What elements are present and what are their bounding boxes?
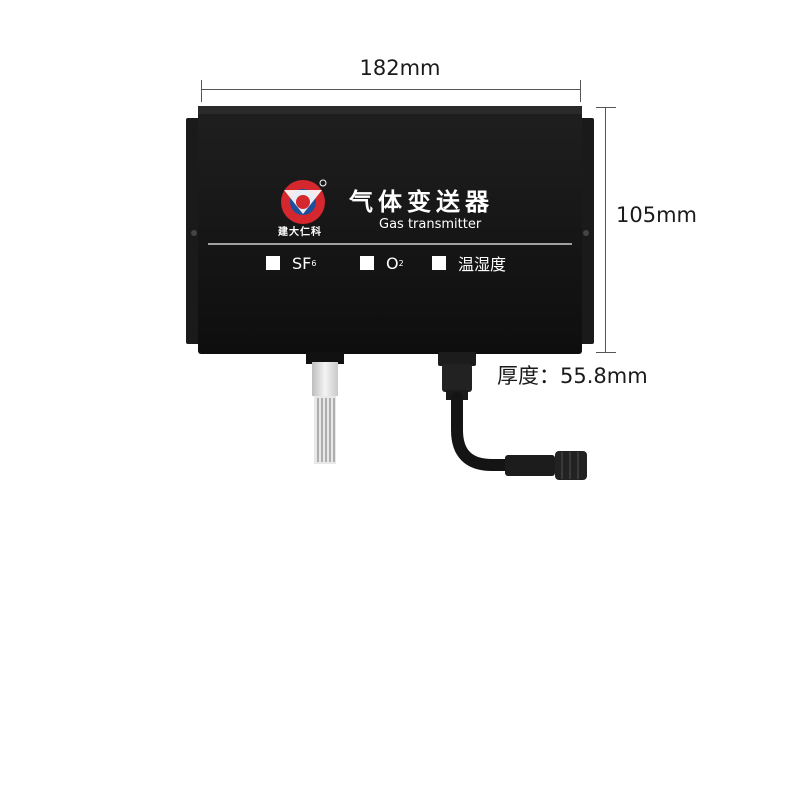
height-dimension-line [605, 107, 606, 352]
title-chinese: 气体变送器 [349, 188, 494, 216]
width-label: 182mm [359, 56, 441, 80]
logo-icon [281, 179, 327, 224]
width-dimension-line [201, 89, 580, 90]
brand-label: 建大仁科 [278, 227, 322, 238]
height-tick-top [596, 107, 616, 108]
width-tick-left [201, 80, 202, 102]
checkbox-icon [432, 256, 446, 270]
cable-connector [505, 451, 587, 480]
option-label: SF [292, 253, 312, 273]
thickness-label: 厚度：55.8mm [497, 364, 648, 388]
option-subscript: 2 [398, 258, 404, 268]
checkbox-icon [360, 256, 374, 270]
title-english: Gas transmitter [379, 217, 482, 232]
sensor-probe [306, 352, 344, 464]
checkbox-icon [266, 256, 280, 270]
height-tick-bottom [596, 352, 616, 353]
width-tick-right [580, 80, 581, 102]
option-subscript: 6 [311, 258, 317, 268]
device-body [198, 106, 582, 354]
cable [451, 392, 516, 471]
option-label: 温湿度 [458, 255, 507, 274]
option-label: O [386, 253, 399, 273]
height-label: 105mm [616, 203, 697, 227]
option-temp-humidity: 温湿度 [432, 253, 507, 274]
